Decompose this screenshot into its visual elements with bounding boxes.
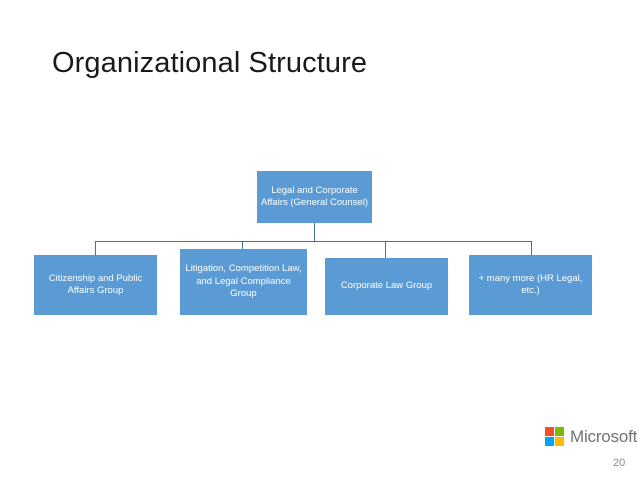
org-node-root[interactable]: Legal and Corporate Affairs (General Cou…: [257, 171, 372, 223]
org-node-many-more[interactable]: + many more (HR Legal, etc.): [469, 255, 592, 315]
connector-drop-1: [95, 241, 96, 255]
org-node-corporate-law-group[interactable]: Corporate Law Group: [325, 258, 448, 315]
org-node-label: Citizenship and Public Affairs Group: [48, 272, 143, 297]
logo-square-bottom-left: [545, 437, 554, 446]
connector-root-vertical: [314, 223, 315, 241]
microsoft-logo: Microsoft: [545, 427, 637, 446]
org-node-citizenship-and-public-affairs[interactable]: Citizenship and Public Affairs Group: [34, 255, 157, 315]
org-node-label: + many more (HR Legal, etc.): [478, 272, 583, 297]
org-node-litigation-competition-compliance[interactable]: Litigation, Competition Law, and Legal C…: [180, 249, 307, 315]
connector-drop-2: [242, 241, 243, 249]
logo-square-bottom-right: [555, 437, 564, 446]
org-node-label: Litigation, Competition Law, and Legal C…: [185, 263, 302, 300]
connector-drop-3: [385, 241, 386, 258]
logo-square-top-left: [545, 427, 554, 436]
page-number: 20: [613, 457, 626, 469]
microsoft-wordmark: Microsoft: [570, 427, 638, 446]
logo-square-top-right: [555, 427, 564, 436]
org-node-root-label: Legal and Corporate Affairs (General Cou…: [260, 184, 368, 209]
microsoft-logo-squares-icon: [545, 427, 564, 446]
connector-horizontal-bar: [95, 241, 532, 242]
page-title: Organizational Structure: [52, 47, 368, 79]
connector-drop-4: [531, 241, 532, 255]
org-node-label: Corporate Law Group: [340, 280, 433, 292]
